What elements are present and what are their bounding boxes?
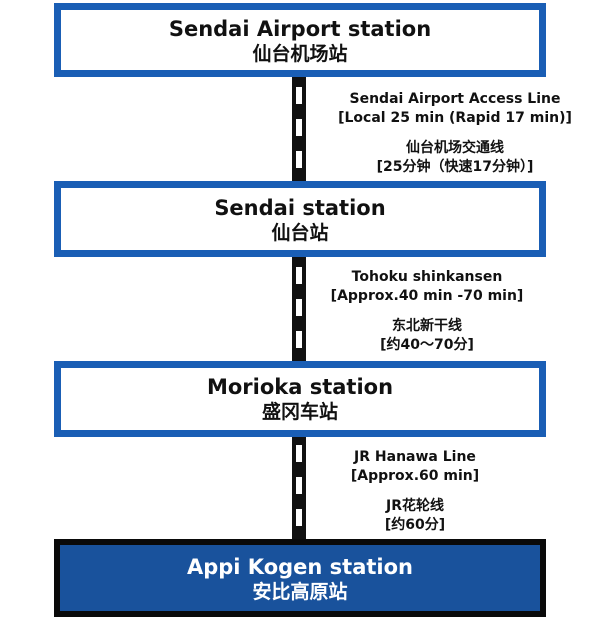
station-name-zh: 安比高原站 xyxy=(252,581,348,603)
route-info: JR Hanawa Line [Approx.60 min] JR花轮线 [约6… xyxy=(330,448,500,535)
station-name-en: Morioka station xyxy=(206,375,394,399)
station-sendai-airport: Sendai Airport station 仙台机场站 xyxy=(54,3,546,77)
station-name-en: Appi Kogen station xyxy=(186,555,414,579)
route-time-en: [Approx.40 min -70 min] xyxy=(330,288,524,304)
track-dash xyxy=(296,477,302,494)
track-dash xyxy=(296,331,302,348)
rail-track xyxy=(292,77,306,183)
station-name-zh: 仙台机场站 xyxy=(252,43,348,65)
route-line-en: JR Hanawa Line xyxy=(354,449,476,465)
track-dash xyxy=(296,151,302,168)
track-dash xyxy=(296,87,302,104)
station-morioka: Morioka station 盛冈车站 xyxy=(54,361,546,437)
track-dash xyxy=(296,445,302,462)
route-line-en: Tohoku shinkansen xyxy=(351,269,503,285)
route-time-en: [Local 25 min (Rapid 17 min)] xyxy=(338,110,572,126)
route-line-en: Sendai Airport Access Line xyxy=(349,91,561,107)
track-dash xyxy=(296,267,302,284)
route-info: Sendai Airport Access Line [Local 25 min… xyxy=(324,90,586,177)
route-time-zh: [约60分] xyxy=(384,517,446,533)
route-time-en: [Approx.60 min] xyxy=(350,468,480,484)
rail-track xyxy=(292,257,306,363)
station-name-zh: 盛冈车站 xyxy=(261,401,338,423)
track-dash xyxy=(296,119,302,136)
station-name-en: Sendai station xyxy=(214,196,386,220)
route-info: Tohoku shinkansen [Approx.40 min -70 min… xyxy=(320,268,534,355)
route-line-zh: 东北新干线 xyxy=(392,318,462,334)
station-name-en: Sendai Airport station xyxy=(168,17,432,41)
station-name-zh: 仙台站 xyxy=(271,222,329,244)
track-dash xyxy=(296,299,302,316)
route-line-zh: JR花轮线 xyxy=(386,498,444,514)
rail-track xyxy=(292,437,306,541)
route-line-zh: 仙台机场交通线 xyxy=(406,140,504,156)
track-dash xyxy=(296,509,302,526)
route-time-zh: [25分钟（快速17分钟）] xyxy=(376,159,534,175)
station-sendai: Sendai station 仙台站 xyxy=(54,181,546,257)
route-time-zh: [约40～70分] xyxy=(380,337,474,353)
station-appi-kogen: Appi Kogen station 安比高原站 xyxy=(54,539,546,617)
